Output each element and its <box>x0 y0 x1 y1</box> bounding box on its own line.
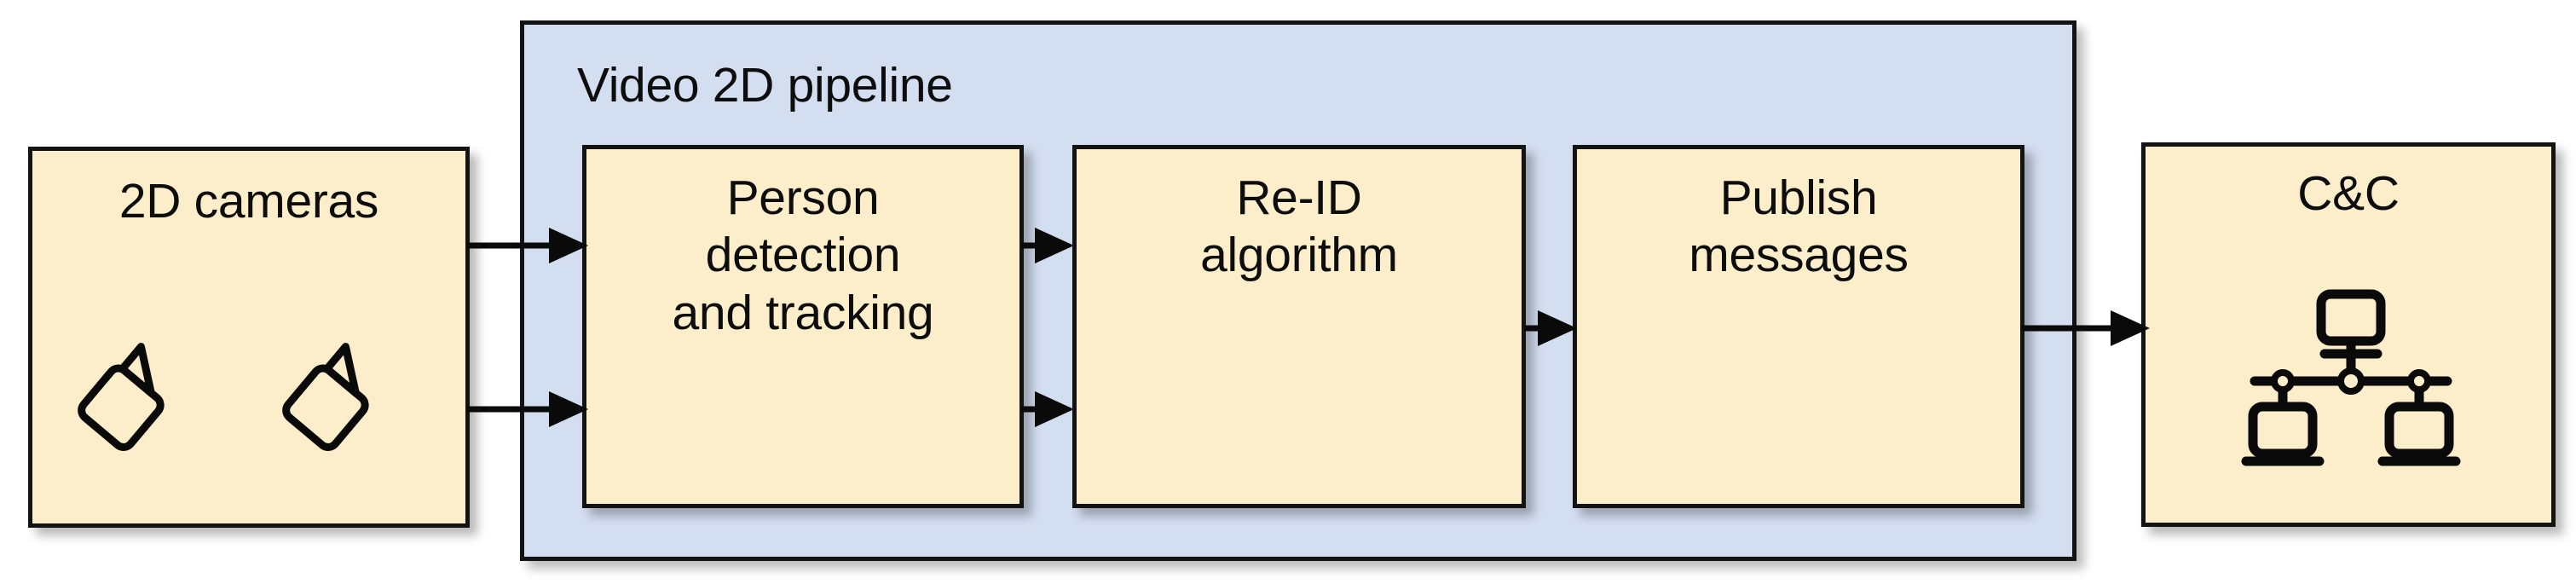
connector-cameras-to-detection-bottom <box>467 391 588 427</box>
node-2d-cameras[interactable]: 2D cameras <box>28 147 470 528</box>
node-cc-label: C&C <box>2297 166 2400 221</box>
node-publish-messages[interactable]: Publish messages <box>1573 145 2024 508</box>
node-reid-algorithm-label: Re-ID algorithm <box>1200 171 1398 283</box>
network-computers-icon <box>2236 287 2463 471</box>
connector-publish-to-cc <box>2022 310 2150 346</box>
node-reid-algorithm[interactable]: Re-ID algorithm <box>1072 145 1526 508</box>
node-cc[interactable]: C&C <box>2141 142 2556 527</box>
connector-reid-to-publish <box>1524 310 1577 346</box>
node-publish-messages-label: Publish messages <box>1689 171 1909 283</box>
camera-icon <box>68 337 179 469</box>
group-title: Video 2D pipeline <box>577 58 953 113</box>
connector-detection-to-reid-bottom <box>1021 391 1074 427</box>
camera-icon <box>273 337 384 469</box>
node-person-detection[interactable]: Person detection and tracking <box>582 145 1024 508</box>
connector-detection-to-reid-top <box>1021 228 1074 263</box>
node-person-detection-label: Person detection and tracking <box>672 171 934 340</box>
connector-cameras-to-detection-top <box>467 228 588 263</box>
node-2d-cameras-label: 2D cameras <box>118 174 379 228</box>
